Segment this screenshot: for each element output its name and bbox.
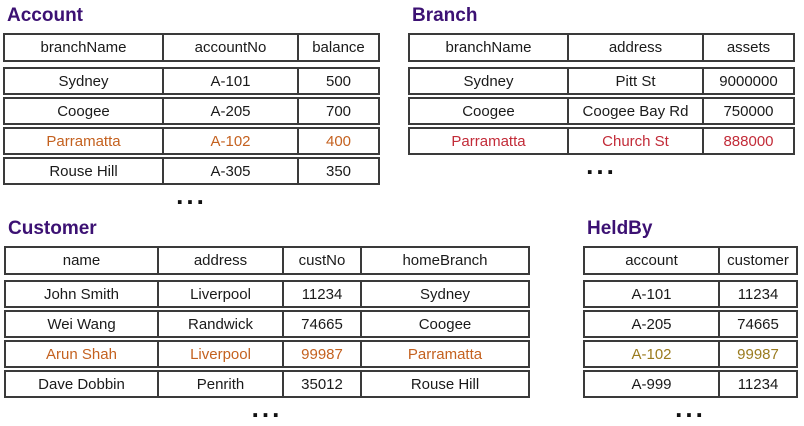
heldby-table-title: HeldBy xyxy=(587,218,653,239)
header-cell: account xyxy=(585,248,720,273)
cell: A-101 xyxy=(585,282,720,306)
more-rows-ellipsis: ... xyxy=(251,393,283,423)
cell: A-999 xyxy=(585,372,720,396)
cell: Penrith xyxy=(159,372,284,396)
cell: 400 xyxy=(325,132,352,150)
cell: 700 xyxy=(325,102,352,120)
header-cell: branchName xyxy=(5,35,164,60)
cell: 888000 xyxy=(723,132,774,150)
cell: Rouse Hill xyxy=(5,159,164,183)
table-row: A-205 74665 xyxy=(583,310,798,338)
cell: Parramatta xyxy=(410,129,569,153)
more-rows-ellipsis: ... xyxy=(176,180,207,210)
cell: 500 xyxy=(325,72,352,90)
cell: 350 xyxy=(325,162,352,180)
cell: 11234 xyxy=(737,285,779,303)
cell: Coogee Bay Rd xyxy=(569,99,704,123)
cell: 99987 xyxy=(737,345,779,363)
cell: Sydney xyxy=(410,69,569,93)
cell: 11234 xyxy=(737,375,779,393)
cell: Liverpool xyxy=(159,342,284,366)
cell: 74665 xyxy=(737,315,779,333)
cell: Sydney xyxy=(419,285,471,303)
cell: Rouse Hill xyxy=(410,375,480,393)
cell: 750000 xyxy=(723,102,774,120)
cell: 11234 xyxy=(284,282,362,306)
cell: Dave Dobbin xyxy=(6,372,159,396)
cell: A-205 xyxy=(164,99,299,123)
cell: Parramatta xyxy=(407,345,483,363)
header-cell: address xyxy=(159,248,284,273)
table-row: A-999 11234 xyxy=(583,370,798,398)
cell: A-102 xyxy=(164,129,299,153)
branch-table-title: Branch xyxy=(412,5,478,26)
header-cell: homeBranch xyxy=(402,252,488,269)
header-cell: accountNo xyxy=(164,35,299,60)
cell: A-205 xyxy=(585,312,720,336)
cell: Arun Shah xyxy=(6,342,159,366)
cell: Sydney xyxy=(5,69,164,93)
more-rows-ellipsis: ... xyxy=(675,393,706,423)
account-table-title: Account xyxy=(7,5,83,26)
header-cell: address xyxy=(569,35,704,60)
cell: 99987 xyxy=(284,342,362,366)
cell: Coogee xyxy=(5,99,164,123)
cell: John Smith xyxy=(6,282,159,306)
header-cell: branchName xyxy=(410,35,569,60)
cell: Parramatta xyxy=(5,129,164,153)
header-cell: customer xyxy=(727,252,789,269)
cell: Coogee xyxy=(418,315,472,333)
cell: Pitt St xyxy=(569,69,704,93)
cell: A-102 xyxy=(585,342,720,366)
cell: A-305 xyxy=(164,159,299,183)
table-header-row: account customer xyxy=(583,246,798,275)
cell: Coogee xyxy=(410,99,569,123)
header-cell: balance xyxy=(312,39,365,56)
header-cell: name xyxy=(6,248,159,273)
table-row: A-101 11234 xyxy=(583,280,798,308)
more-rows-ellipsis: ... xyxy=(586,150,617,180)
cell: Randwick xyxy=(159,312,284,336)
cell: 9000000 xyxy=(719,72,778,90)
header-cell: assets xyxy=(726,39,771,56)
cell: A-101 xyxy=(164,69,299,93)
cell: 35012 xyxy=(284,372,362,396)
cell: 74665 xyxy=(284,312,362,336)
header-cell: custNo xyxy=(284,248,362,273)
cell: Liverpool xyxy=(159,282,284,306)
cell: Wei Wang xyxy=(6,312,159,336)
customer-table-title: Customer xyxy=(8,218,97,239)
table-row: A-102 99987 xyxy=(583,340,798,368)
cell: Church St xyxy=(569,129,704,153)
